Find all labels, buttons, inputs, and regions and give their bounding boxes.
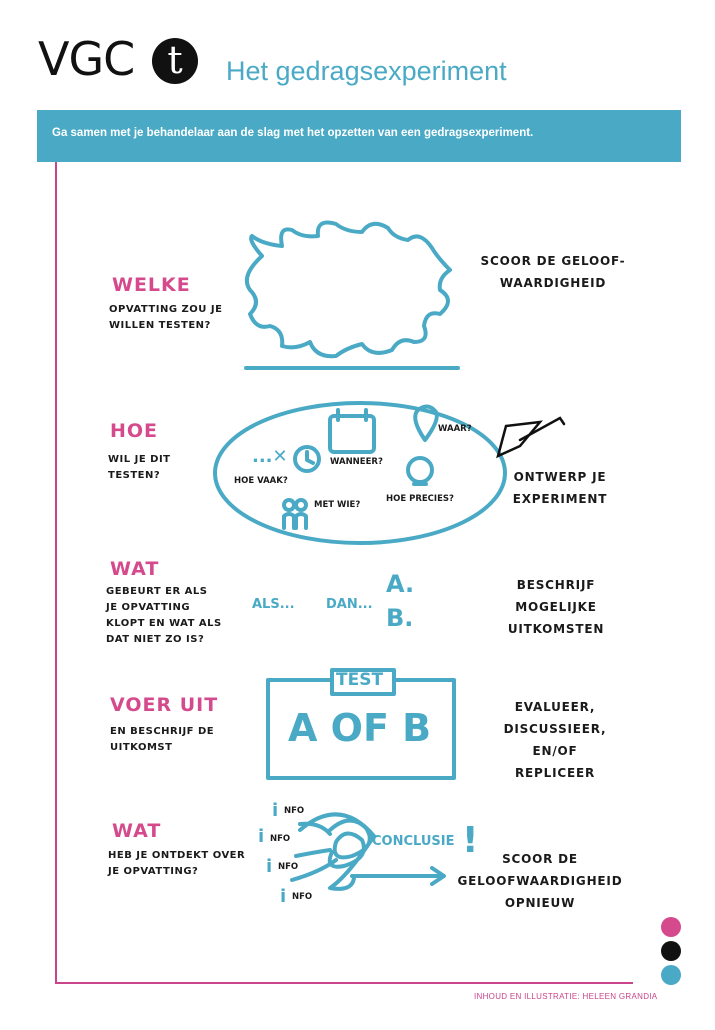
page-title: Het gedragsexperiment	[226, 56, 507, 86]
dan-label: DAN...	[326, 597, 373, 612]
test-label: TEST	[336, 670, 384, 690]
step2-right: ONTWERP JE EXPERIMENT	[500, 466, 620, 510]
dot-black	[661, 941, 681, 961]
step3-sub-line: KLOPT EN WAT ALS	[106, 618, 222, 629]
step4-right-line: EVALUEER,	[514, 700, 596, 714]
step5-sub: HEB JE ONTDEKT OVER JE OPVATTING?	[108, 848, 245, 880]
step4-sub-line: EN BESCHRIJF DE	[110, 726, 215, 737]
step3-right-line: UITKOMSTEN	[507, 622, 605, 636]
step4-right-line: REPLICEER	[515, 766, 595, 780]
vgct-logo: VGC	[38, 32, 135, 86]
step1-right: SCOOR DE GELOOF- WAARDIGHEID	[478, 250, 628, 294]
step1-sub-line: OPVATTING ZOU JE	[109, 304, 223, 315]
step5-right: SCOOR DE GELOOFWAARDIGHEID OPNIEUW	[452, 848, 628, 914]
thought-burst-icon	[245, 220, 452, 359]
step3-right-line: BESCHRIJF	[516, 578, 596, 592]
calendar-icon	[328, 414, 376, 454]
info-label: NFO	[292, 892, 313, 902]
intro-banner-text: Ga samen met je behandelaar aan de slag …	[52, 127, 534, 139]
als-label: ALS...	[252, 597, 295, 612]
intro-banner	[37, 110, 681, 162]
test-label-box	[330, 668, 396, 696]
step2-right-line: EXPERIMENT	[512, 492, 608, 506]
svg-text:i: i	[272, 800, 278, 821]
waar-label: WAAR?	[438, 424, 472, 434]
step5-sub-line: JE OPVATTING?	[108, 866, 199, 877]
step2-sub-line: TESTEN?	[108, 470, 161, 481]
illustration-credit: INHOUD EN ILLUSTRATIE: HELEEN GRANDIA	[474, 992, 658, 1001]
step4-sub-line: UITKOMST	[110, 742, 173, 753]
step3-right-line: MOGELIJKE	[515, 600, 597, 614]
step5-right-line: OPNIEUW	[504, 896, 576, 910]
scribble-icon	[290, 812, 376, 891]
pen-icon	[496, 416, 566, 459]
step5-right-line: GELOOFWAARDIGHEID	[457, 874, 623, 888]
step3-sub-line: JE OPVATTING	[106, 602, 191, 613]
lightbulb-icon	[406, 456, 434, 484]
step1-sub: OPVATTING ZOU JE WILLEN TESTEN?	[109, 302, 222, 334]
outcome-a-label: A.	[386, 570, 415, 598]
wanneer-label: WANNEER?	[330, 457, 383, 467]
hoe-vaak-label: HOE VAAK?	[234, 476, 288, 486]
svg-text:i: i	[258, 826, 264, 847]
dot-teal	[661, 965, 681, 985]
location-pin-icon	[413, 404, 439, 442]
step4-right-line: EN/OF	[532, 744, 578, 758]
exclamation-icon: !	[462, 820, 478, 861]
info-label: NFO	[270, 834, 291, 844]
svg-text:i: i	[280, 886, 286, 907]
step4-sub: EN BESCHRIJF DE UITKOMST	[110, 724, 214, 756]
clock-icon	[293, 445, 321, 473]
met-wie-label: MET WIE?	[314, 500, 361, 510]
step2-sub: WIL JE DIT TESTEN?	[108, 452, 170, 484]
step2-heading: HOE	[110, 420, 159, 442]
step3-sub-line: DAT NIET ZO IS?	[106, 634, 205, 645]
step5-sub-line: HEB JE ONTDEKT OVER	[108, 850, 246, 861]
info-label: NFO	[284, 806, 305, 816]
step3-heading: WAT	[110, 558, 160, 580]
hoe-precies-label: HOE PRECIES?	[386, 494, 454, 504]
vgct-logo-t: t	[152, 38, 198, 84]
svg-text:...✕: ...✕	[252, 446, 288, 467]
svg-text:i: i	[266, 856, 272, 877]
test-a-of-b: A OF B	[288, 706, 432, 750]
step1-right-line: WAARDIGHEID	[499, 276, 607, 290]
step1-heading: WELKE	[112, 274, 191, 296]
step2-sub-line: WIL JE DIT	[108, 454, 171, 465]
frame-bottom-line	[55, 982, 633, 984]
step3-sub-line: GEBEURT ER ALS	[106, 586, 208, 597]
step4-right-line: DISCUSSIEER,	[503, 722, 607, 736]
frame-left-line	[55, 162, 57, 984]
step2-right-line: ONTWERP JE	[513, 470, 607, 484]
people-icon	[282, 498, 296, 512]
step3-sub: GEBEURT ER ALS JE OPVATTING KLOPT EN WAT…	[106, 584, 222, 648]
step3-right: BESCHRIJF MOGELIJKE UITKOMSTEN	[496, 574, 616, 640]
step1-right-line: SCOOR DE GELOOF-	[480, 254, 626, 268]
info-icons: i i i i	[258, 800, 286, 907]
step1-sub-line: WILLEN TESTEN?	[109, 320, 211, 331]
dot-magenta	[661, 917, 681, 937]
info-label: NFO	[278, 862, 299, 872]
step5-right-line: SCOOR DE	[502, 852, 578, 866]
conclusie-label: CONCLUSIE	[372, 834, 455, 849]
step4-right: EVALUEER, DISCUSSIEER, EN/OF REPLICEER	[490, 696, 620, 784]
step5-heading: WAT	[112, 820, 162, 842]
step4-heading: VOER UIT	[110, 694, 219, 716]
outcome-b-label: B.	[386, 604, 414, 632]
hoe-bubble	[213, 401, 507, 545]
